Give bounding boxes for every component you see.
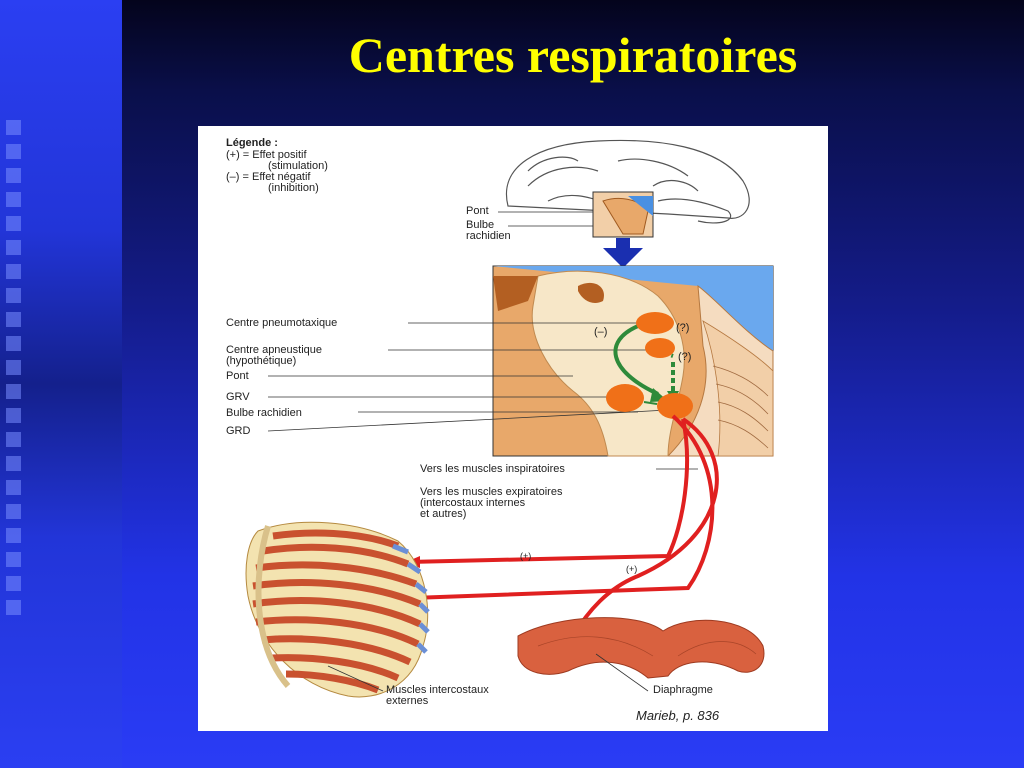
- label-to-expiratory: Vers les muscles expiratoires: [420, 486, 563, 498]
- rib-cage-illustration: [245, 521, 430, 698]
- marker-minus: (–): [594, 326, 608, 338]
- legend-positive: (+) = Effet positif: [226, 149, 307, 161]
- label-apneustic: Centre apneustique: [226, 344, 323, 356]
- label-intercostal-desc: externes: [386, 695, 429, 707]
- marker-plus-1: (+): [520, 551, 532, 561]
- label-grv: GRV: [226, 391, 250, 403]
- drg-center: [657, 393, 693, 419]
- label-pneumotaxic: Centre pneumotaxique: [226, 317, 338, 329]
- label-grd: GRD: [226, 425, 251, 437]
- decorative-left-band: [0, 0, 122, 768]
- brainstem-detail: [492, 265, 774, 457]
- label-expiratory-desc: (intercostaux internes: [420, 497, 526, 509]
- zoom-arrow: [603, 238, 643, 268]
- decorative-squares: [6, 120, 24, 615]
- legend-negative-desc: (inhibition): [268, 182, 319, 194]
- diagram-illustration: [245, 139, 774, 698]
- respiratory-centers-figure: Légende : (+) = Effet positif (stimulati…: [198, 126, 828, 731]
- marker-question-2: (?): [678, 351, 692, 363]
- label-apneustic-desc: (hypothétique): [226, 355, 297, 367]
- nerve-pathways: [327, 414, 719, 638]
- slide-title: Centres respiratoires: [348, 27, 798, 83]
- pneumotaxic-center: [636, 312, 674, 334]
- label-pont: Pont: [226, 370, 249, 382]
- apneustic-center: [645, 338, 675, 358]
- label-diaphragm: Diaphragme: [653, 684, 713, 696]
- marker-plus-2: (+): [626, 564, 638, 574]
- citation: Marieb, p. 836: [636, 708, 720, 723]
- label-expiratory-desc-2: et autres): [420, 508, 467, 520]
- label-pont-small: Pont: [466, 205, 489, 217]
- brain-outline: [505, 139, 750, 224]
- label-intercostal: Muscles intercostaux: [386, 684, 489, 696]
- label-bulbe: Bulbe rachidien: [226, 407, 302, 419]
- legend-heading: Légende :: [226, 137, 278, 149]
- marker-question-1: (?): [676, 322, 690, 334]
- diaphragm-illustration: [517, 617, 765, 679]
- legend-negative: (–) = Effet négatif: [226, 171, 311, 183]
- label-bulbe-small: Bulbe: [466, 219, 495, 231]
- label-to-inspiratory: Vers les muscles inspiratoires: [420, 463, 565, 475]
- vrg-center: [606, 384, 644, 412]
- label-rachidien-small: rachidien: [466, 230, 511, 242]
- detail-leader-lines: [267, 322, 669, 432]
- legend-positive-desc: (stimulation): [268, 160, 328, 172]
